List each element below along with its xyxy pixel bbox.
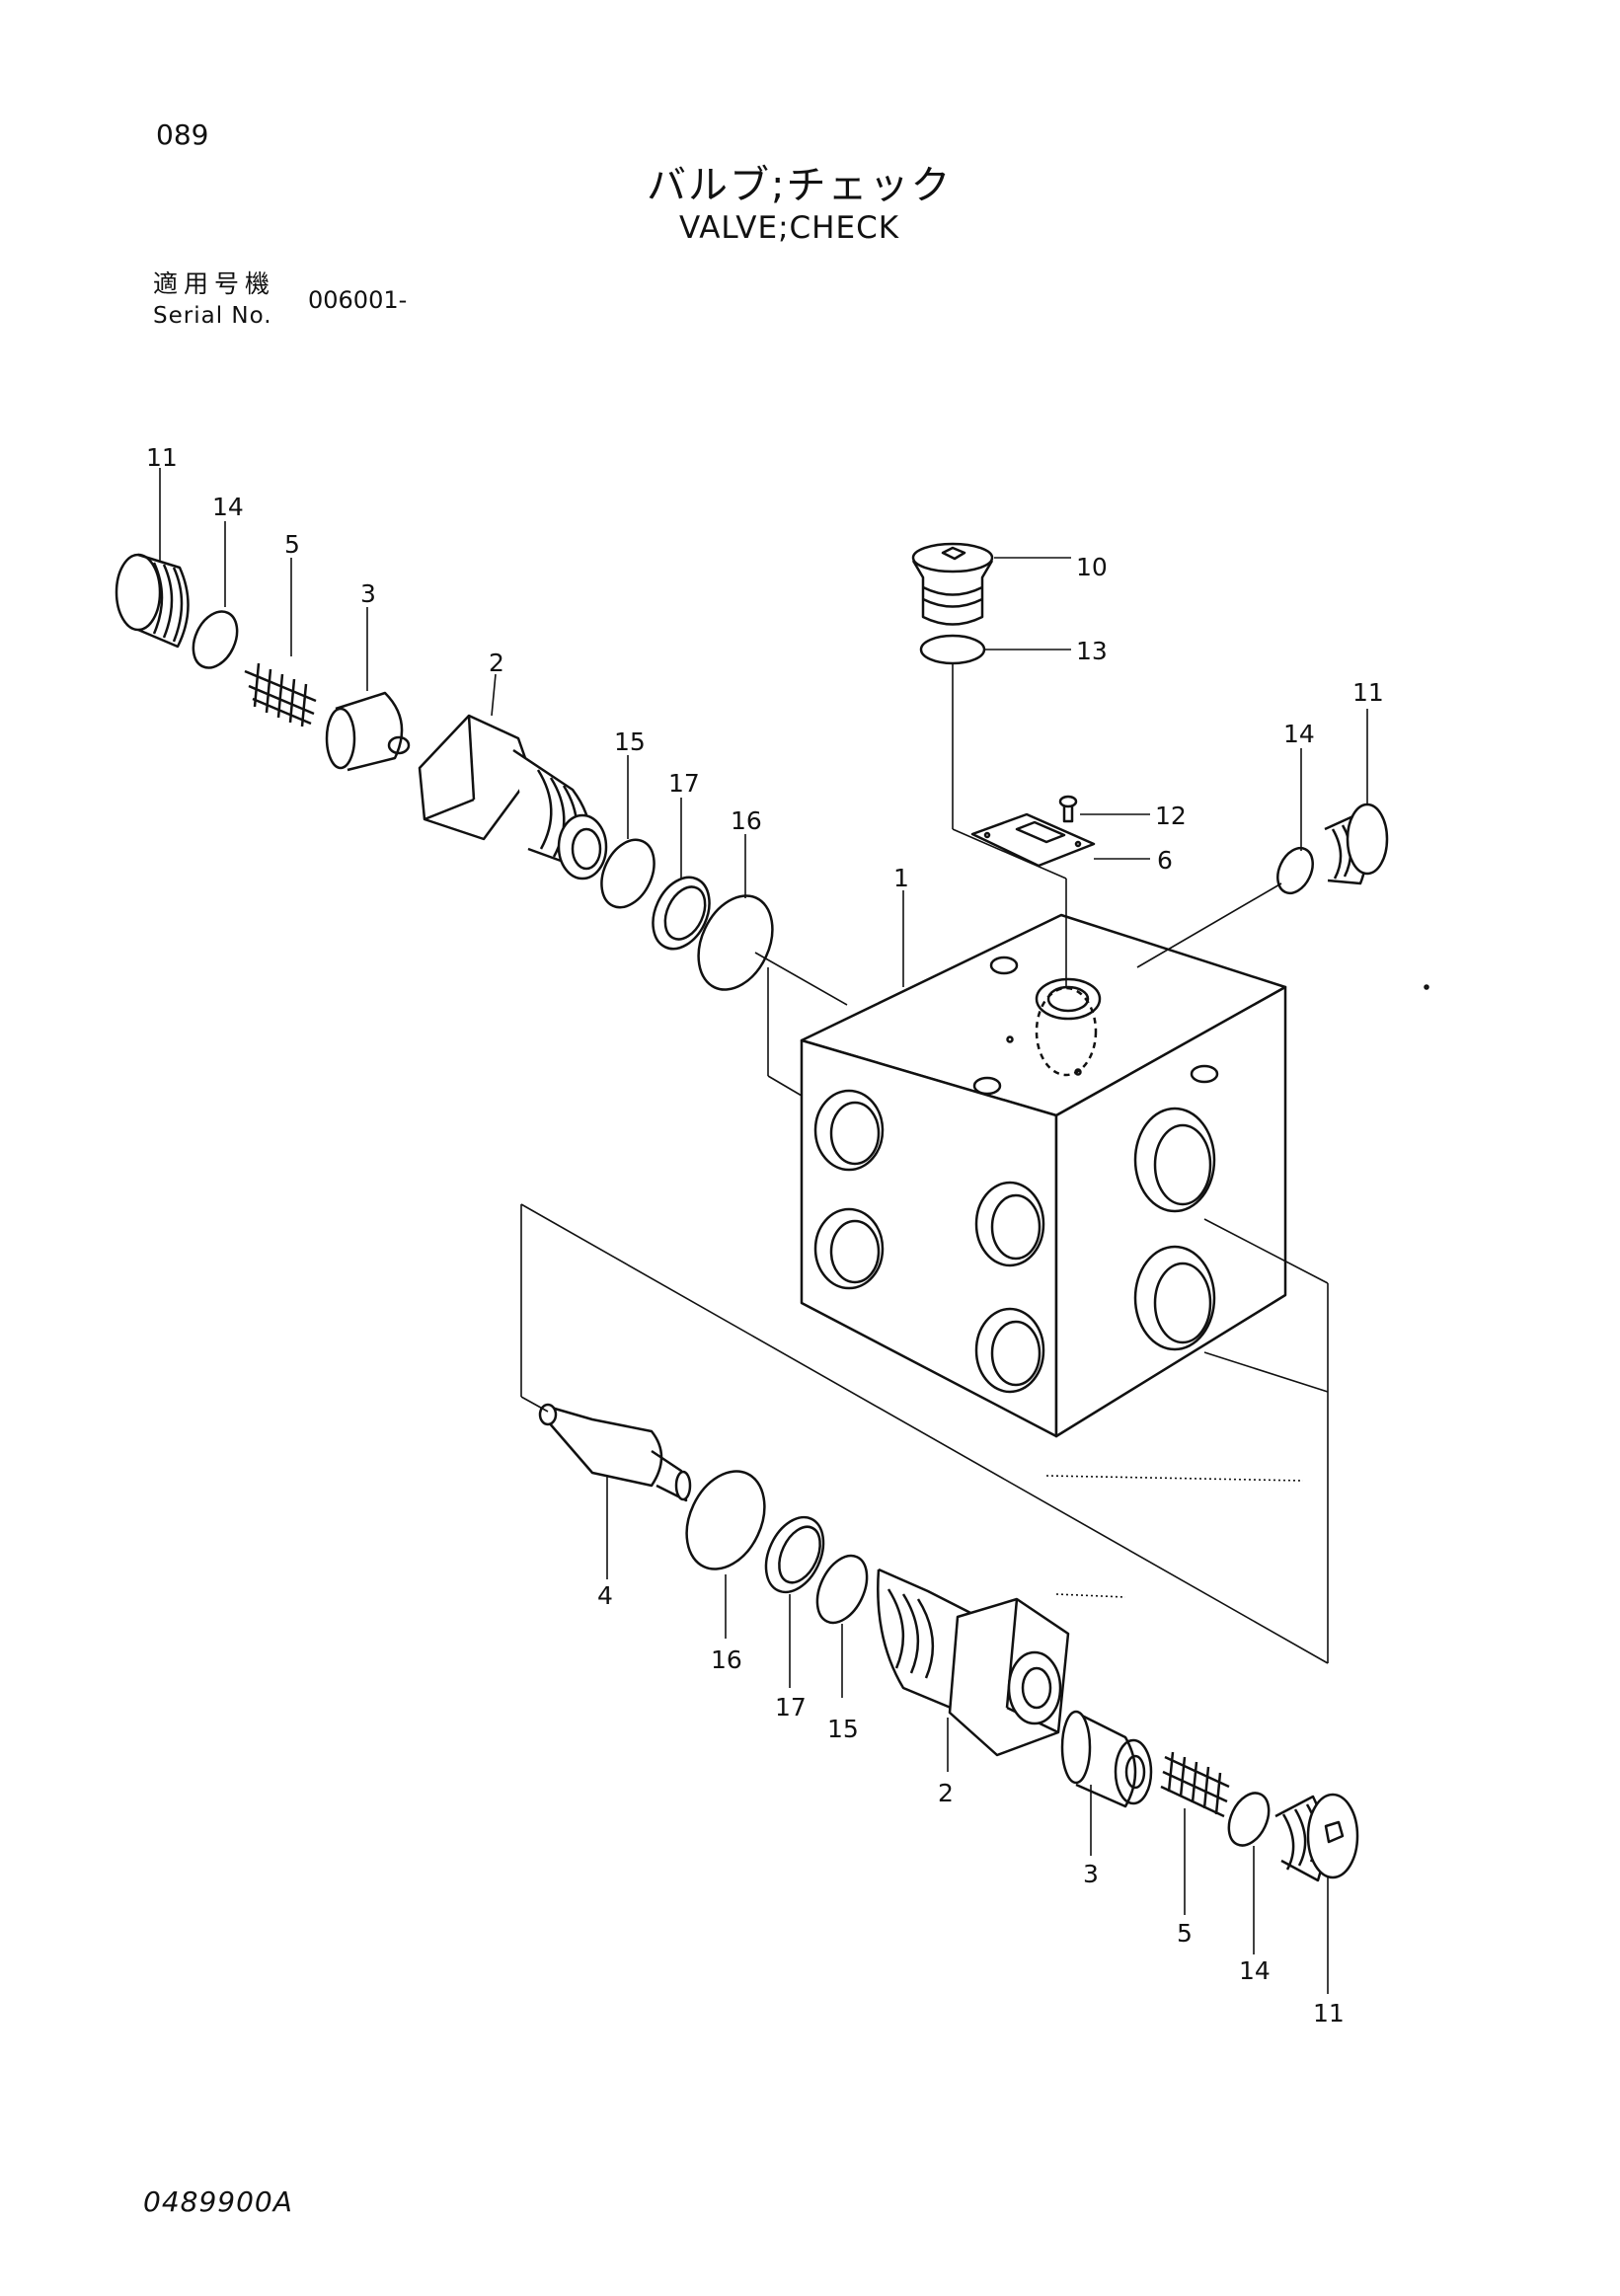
title-japanese: バルブ;チェック <box>647 163 953 208</box>
callout-5-lower: 5 <box>1177 1919 1193 1948</box>
callout-2-lower: 2 <box>938 1779 954 1807</box>
o-ring-16-upper <box>697 894 774 991</box>
callout-11-lower: 11 <box>1313 1999 1345 2028</box>
callout-6: 6 <box>1157 846 1173 875</box>
plug-upper-left <box>115 553 190 649</box>
serial-label-english: Serial No. <box>153 303 272 329</box>
check-valve-housing-lower <box>877 1568 1070 1757</box>
plug-top <box>911 542 994 626</box>
callout-14-upper-left: 14 <box>212 493 244 521</box>
nameplate-6 <box>970 812 1096 868</box>
callout-16-lower: 16 <box>711 1645 742 1674</box>
callout-17-lower: 17 <box>775 1693 807 1722</box>
callout-14-right: 14 <box>1283 720 1315 748</box>
plug-right <box>1324 803 1389 885</box>
check-valve-housing-upper <box>418 714 608 880</box>
callout-16-upper: 16 <box>731 806 762 835</box>
o-ring-15-lower <box>815 1554 869 1625</box>
callout-3-upper: 3 <box>360 579 376 608</box>
page-number: 089 <box>156 118 209 151</box>
callout-1: 1 <box>893 864 909 892</box>
callout-3-lower: 3 <box>1083 1860 1099 1888</box>
o-ring-14-right <box>1276 846 1314 895</box>
callout-labels: 11 14 5 3 2 15 17 16 1 10 13 12 6 14 11 … <box>146 443 1384 2028</box>
callout-2-upper: 2 <box>489 649 504 677</box>
o-ring-14-upper <box>192 610 239 669</box>
callout-11-upper-left: 11 <box>146 443 178 472</box>
title-english: VALVE;CHECK <box>679 210 900 246</box>
callout-5-upper: 5 <box>284 530 300 559</box>
spring-lower <box>1160 1751 1230 1818</box>
o-ring-16-lower <box>685 1470 766 1570</box>
o-ring-13 <box>919 634 986 665</box>
serial-label-japanese: 適用号機 <box>153 269 276 298</box>
check-spool-4 <box>538 1403 692 1502</box>
backup-ring-17-upper <box>652 876 711 951</box>
callout-15-lower: 15 <box>827 1715 859 1743</box>
callout-12: 12 <box>1155 802 1187 830</box>
callout-10: 10 <box>1076 553 1108 581</box>
spring-upper <box>244 662 317 727</box>
poppet-lower <box>1060 1710 1153 1808</box>
plug-lower <box>1274 1793 1359 1882</box>
serial-number-value: 006001- <box>308 286 408 314</box>
screw-12 <box>1058 795 1078 823</box>
drawing-code: 0489900A <box>143 2185 293 2218</box>
callout-14-lower: 14 <box>1239 1956 1271 1985</box>
callout-11-right: 11 <box>1352 678 1384 707</box>
assembly-leader-lines <box>159 468 1368 1994</box>
o-ring-15-upper <box>600 838 656 909</box>
callout-13: 13 <box>1076 637 1108 665</box>
callout-15-upper: 15 <box>614 727 646 756</box>
o-ring-14-lower <box>1227 1792 1271 1847</box>
callout-4: 4 <box>597 1581 613 1610</box>
backup-ring-17-lower <box>764 1515 825 1594</box>
valve-body-block <box>800 913 1429 1438</box>
poppet-upper <box>325 691 411 772</box>
callout-17-upper: 17 <box>668 769 700 798</box>
